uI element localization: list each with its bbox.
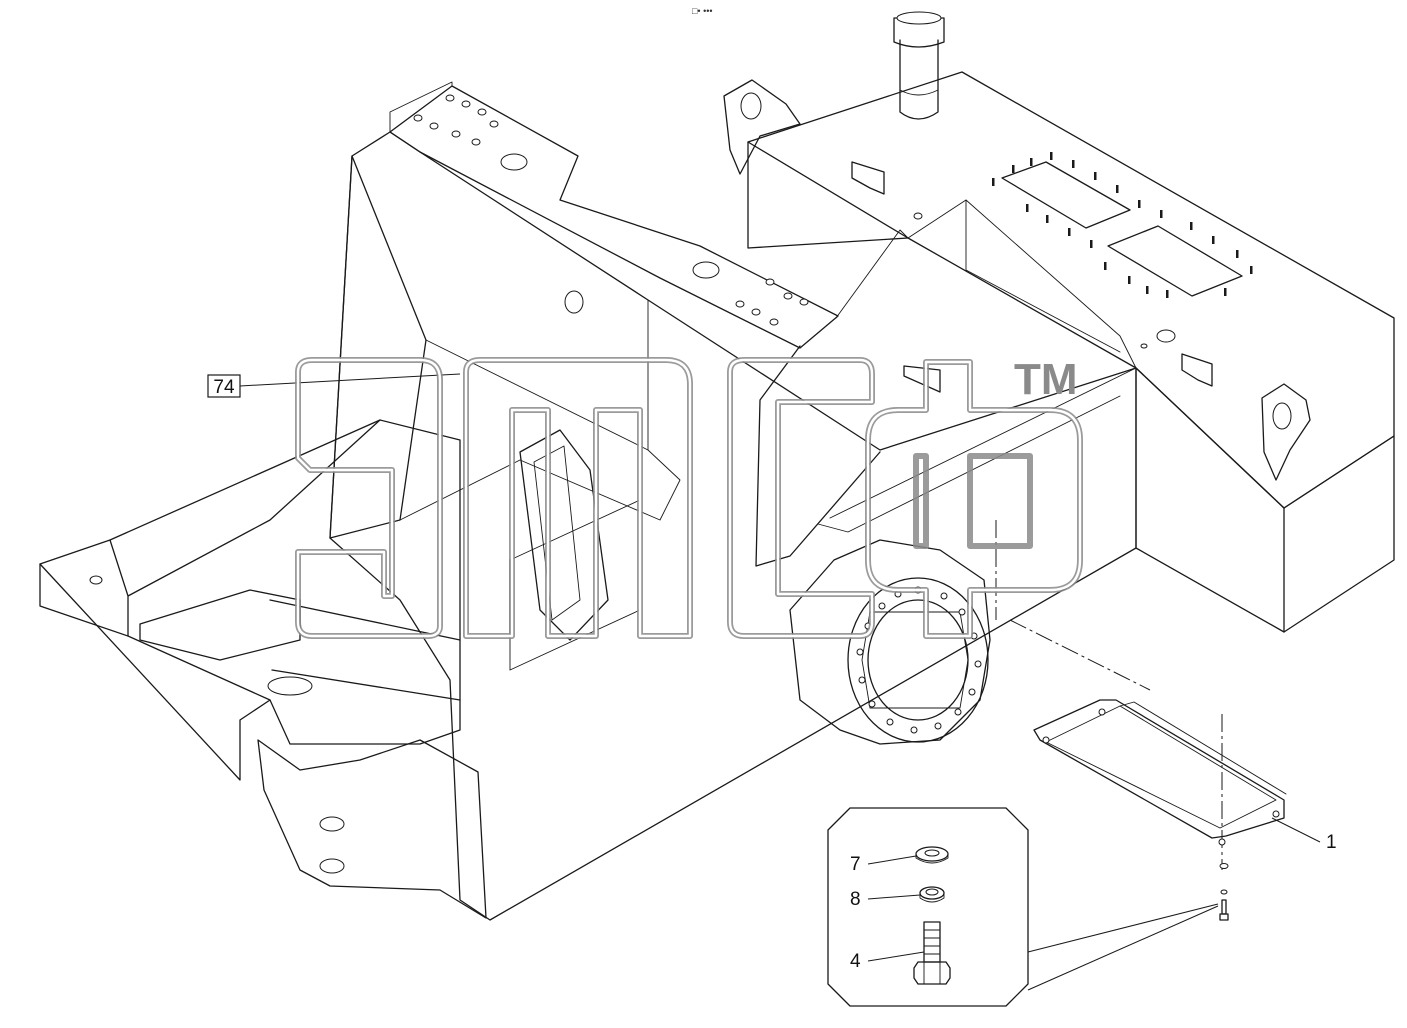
- hardware-stack-small: [1219, 863, 1229, 921]
- beam-holes: [413, 94, 809, 326]
- swing-bearing-ring: [789, 539, 991, 745]
- callout-7: 7: [850, 854, 917, 875]
- flat-washer: [915, 846, 949, 864]
- callout-4: 4: [850, 951, 925, 972]
- lifting-lug-rear: [723, 79, 801, 175]
- callout-7-label: 7: [850, 854, 861, 875]
- watermark-logo: TM: [295, 355, 1083, 639]
- main-frame: [329, 81, 1137, 921]
- lifting-lug-side: [1261, 383, 1311, 481]
- front-arm: [39, 419, 487, 919]
- chute-upper: [851, 161, 885, 195]
- filler-neck: [893, 11, 945, 120]
- page-mark: □• •••: [692, 6, 713, 16]
- callout-8: 8: [850, 889, 921, 910]
- cover-plate: [1033, 699, 1287, 846]
- lock-washer: [919, 886, 945, 903]
- counterweight-block: [723, 11, 1395, 633]
- callout-74: 74: [207, 373, 461, 398]
- ring-bolt-holes: [856, 586, 982, 734]
- detail-bubble: [827, 807, 1219, 1007]
- chute-lower: [1181, 353, 1213, 387]
- assembly-centerline-upper: [1009, 619, 1151, 691]
- watermark-trademark: TM: [1014, 355, 1078, 404]
- callout-74-label: 74: [213, 377, 235, 398]
- callout-1: 1: [1271, 817, 1337, 853]
- callout-1-label: 1: [1326, 832, 1337, 853]
- callout-4-label: 4: [850, 951, 861, 972]
- hatch-bolts: [992, 152, 1253, 298]
- hex-bolt: [913, 921, 951, 985]
- callout-8-label: 8: [850, 889, 861, 910]
